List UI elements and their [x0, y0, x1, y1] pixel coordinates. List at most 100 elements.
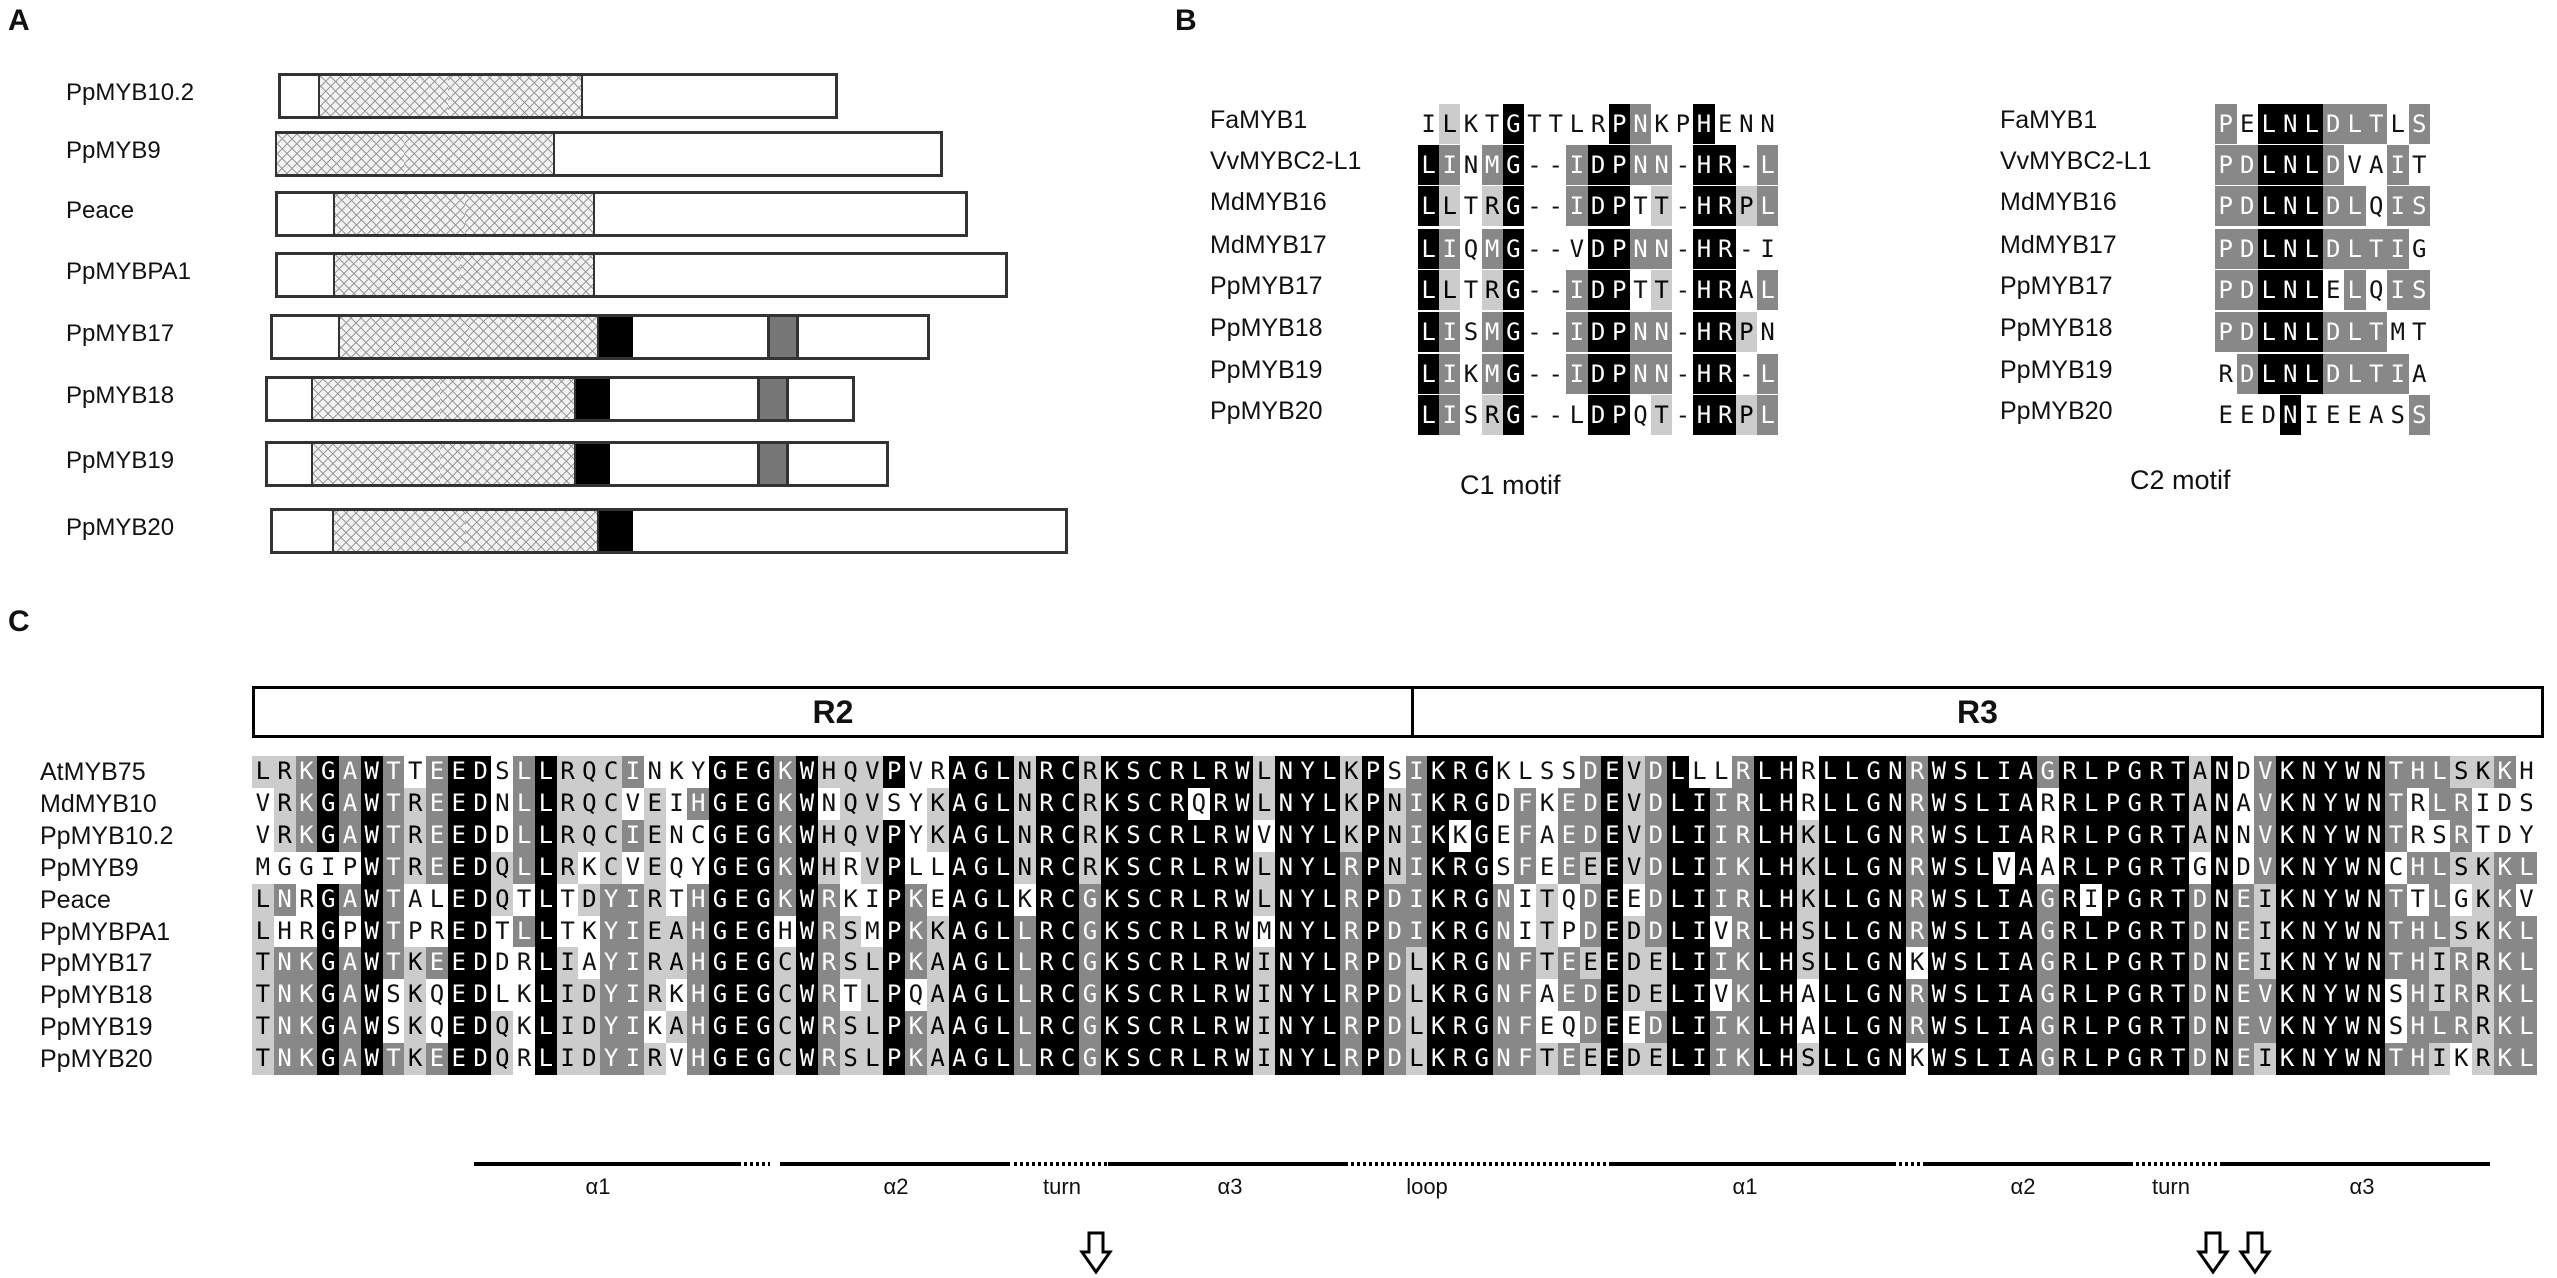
ss-label-alpha1: α1 — [585, 1174, 611, 1199]
alignment-name-label: PpMYB18 — [40, 981, 153, 1010]
c2-alignment-name: PpMYB18 — [2000, 314, 2113, 342]
c2-motif-box — [757, 444, 789, 484]
protein-bar — [265, 376, 855, 422]
arrow-icon-r3-turn-1 — [2196, 1231, 2230, 1275]
r2-repeat-domain — [318, 76, 452, 116]
c1-alignment-name: MdMYB17 — [1210, 231, 1327, 259]
r3-repeat-domain — [465, 511, 599, 551]
c2-alignment-name: FaMYB1 — [2000, 106, 2098, 134]
arrow-icon-r3-turn-2 — [2238, 1231, 2272, 1275]
protein-name-label: PpMYB17 — [66, 320, 175, 347]
r2-repeat-domain — [332, 511, 469, 551]
panel-c-letter: C — [8, 605, 30, 638]
ss-label-r3-alpha1: α1 — [1732, 1174, 1758, 1199]
panel-a-letter: A — [8, 4, 30, 37]
r2-domain-header: R2 — [252, 686, 1414, 738]
protein-name-label: PpMYB20 — [66, 514, 175, 541]
alignment-name-label: PpMYB20 — [40, 1045, 153, 1074]
ss-label-alpha2: α2 — [883, 1174, 909, 1199]
ss-label-loop: loop — [1406, 1174, 1448, 1199]
r3-repeat-domain — [465, 194, 595, 234]
ss-label-turn: turn — [1043, 1174, 1081, 1199]
r3-domain-header: R3 — [1411, 686, 2544, 738]
ss-label-r3-alpha3: α3 — [2349, 1174, 2375, 1199]
c1-alignment-name: FaMYB1 — [1210, 106, 1308, 134]
alignment-name-label: PpMYB9 — [40, 853, 139, 882]
c1-alignment-name: MdMYB16 — [1210, 188, 1327, 216]
protein-bar — [270, 508, 1068, 554]
alignment-name-label: MdMYB10 — [40, 789, 157, 818]
protein-bar — [270, 314, 930, 360]
r2-repeat-domain — [311, 444, 444, 484]
protein-name-label: PpMYB10.2 — [66, 79, 195, 106]
c2-alignment-name: VvMYBC2-L1 — [2000, 147, 2152, 175]
panel-b-letter: B — [1175, 4, 1197, 37]
alignment-name-label: PpMYB19 — [40, 1013, 153, 1042]
ss-label-r3-alpha2: α2 — [2010, 1174, 2036, 1199]
c1-alignment-name: PpMYB17 — [1210, 272, 1323, 300]
r2-repeat-domain — [333, 255, 464, 295]
c2-alignment-name: PpMYB19 — [2000, 356, 2113, 384]
c1-alignment-name: PpMYB20 — [1210, 397, 1323, 425]
r2-repeat-domain — [338, 317, 473, 357]
r3-repeat-domain — [440, 379, 576, 419]
ss-label-alpha3: α3 — [1217, 1174, 1243, 1199]
r3-repeat-domain — [460, 255, 595, 295]
c1-alignment-name: VvMYBC2-L1 — [1210, 147, 1362, 175]
c2-alignment-name: PpMYB20 — [2000, 397, 2113, 425]
c2-motif-caption: C2 motif — [2130, 465, 2231, 495]
alignment-name-label: AtMYB75 — [40, 758, 146, 786]
c2-alignment-name: MdMYB17 — [2000, 231, 2117, 259]
arrow-icon-r2-turn — [1079, 1231, 1113, 1275]
r2-repeat-domain — [311, 379, 444, 419]
protein-bar — [275, 191, 968, 237]
protein-bar — [275, 252, 1008, 298]
c1-motif-box — [599, 317, 633, 357]
r2-repeat-domain — [333, 194, 469, 234]
c2-alignment-name: PpMYB17 — [2000, 272, 2113, 300]
c1-alignment-name: PpMYB19 — [1210, 356, 1323, 384]
ss-label-r3-turn: turn — [2152, 1174, 2190, 1199]
c2-motif-box — [767, 317, 799, 357]
c1-motif-box — [599, 511, 633, 551]
c1-motif-caption: C1 motif — [1460, 470, 1561, 500]
c1-motif-box — [576, 379, 610, 419]
protein-name-label: PpMYB9 — [66, 137, 161, 164]
c2-alignment-name: MdMYB16 — [2000, 188, 2117, 216]
alignment-name-label: PpMYB10.2 — [40, 821, 174, 850]
alignment-name-label: PpMYBPA1 — [40, 917, 171, 946]
protein-name-label: Peace — [66, 197, 135, 224]
protein-bar — [275, 131, 943, 177]
alignment-name-label: PpMYB17 — [40, 949, 153, 978]
r3-repeat-domain — [448, 76, 583, 116]
protein-name-label: PpMYB18 — [66, 382, 175, 409]
c2-motif-box — [757, 379, 789, 419]
protein-bar — [265, 441, 889, 487]
